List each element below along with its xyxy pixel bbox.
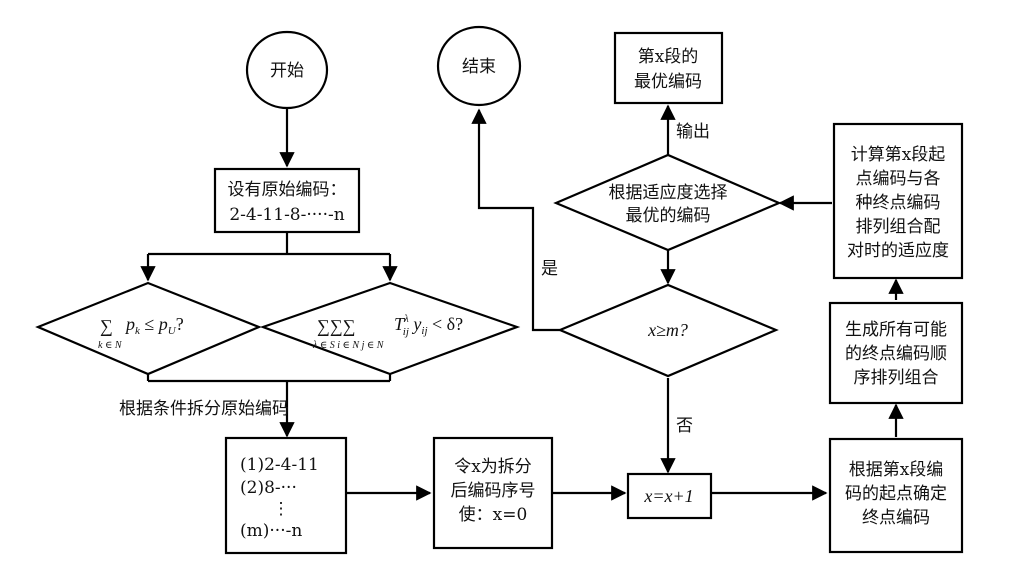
select-line-2: 最优的编码 [626,206,711,226]
svg-text:λ ∈ S i ∈ N j ∈ N: λ ∈ S i ∈ N j ∈ N [312,340,385,351]
init-line-1: 设有原始编码： [228,180,347,200]
order-box [432,436,554,550]
segment-2: (2)8-··· [240,478,297,498]
segment-1: (1)2-4-11 [240,455,319,475]
svg-text:k ∈ N: k ∈ N [98,340,123,351]
end-node [436,25,522,107]
edge-label-output: 输出 [676,122,710,142]
select-diamond [553,153,782,252]
start-label: 开始 [270,61,304,81]
endpoint-line-2: 码的起点确定 [845,484,947,504]
fitness-line-4: 排列组合配 [856,217,941,237]
check-label: x≥m? [647,320,688,340]
endpoint-line-1: 根据第x段编 [849,460,944,480]
cond-left-diamond [35,281,262,376]
incr-label: x=x+1 [643,486,693,506]
start-node [245,30,329,110]
order-line-2: 后编码序号 [451,481,536,501]
incr-box [626,472,713,520]
split-label: 根据条件拆分原始编码 [119,399,289,419]
edge-label-yes: 是 [541,259,558,279]
endpoint-line-3: 终点编码 [862,508,930,528]
init-line-2: 2-4-11-8-····-n [229,205,344,225]
svg-text:∑: ∑ [100,316,113,336]
fitness-line-3: 种终点编码 [856,193,941,213]
svg-text:∑∑∑: ∑∑∑ [317,316,356,336]
order-line-1: 令x为拆分 [454,457,532,477]
end-label: 结束 [462,57,496,77]
segments-box [224,436,348,555]
segment-m: (m)···-n [240,521,302,541]
order-line-3: 使：x=0 [459,504,528,525]
fitness-box [832,122,964,280]
edge-label-no: 否 [676,416,693,436]
init-box [213,167,361,234]
edge-check-end [471,108,560,332]
svg-text:pk ≤ pU?: pk ≤ pU? [124,314,184,337]
fitness-line-5: 对时的适应度 [847,241,949,261]
segment-ellipsis: ⋮ [273,499,290,519]
generate-line-2: 的终点编码顺 [845,344,947,364]
cond-right-diamond [259,281,521,376]
check-diamond [557,283,779,378]
generate-box [828,301,964,405]
best-line-1: 第x段的 [638,47,699,67]
fitness-line-2: 点编码与各 [856,169,941,189]
endpoint-box [828,437,964,554]
select-line-1: 根据适应度选择 [609,183,728,203]
fitness-line-1: 计算第x段起 [851,145,946,165]
best-line-2: 最优编码 [634,72,702,92]
best-box [613,31,724,105]
generate-line-3: 序排列组合 [854,368,939,388]
generate-line-1: 生成所有可能 [845,320,947,340]
